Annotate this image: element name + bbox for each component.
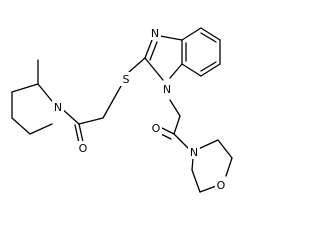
imidazole-ring xyxy=(144,35,183,81)
atom-label: N xyxy=(163,83,171,96)
atom-n-benzimidazole-sub: N xyxy=(161,82,173,96)
atom-n-morpholine: N xyxy=(188,145,200,159)
atom-label: O xyxy=(79,142,88,155)
atom-label: N xyxy=(151,27,159,40)
atom-label: N xyxy=(54,101,62,114)
atom-label: S xyxy=(123,73,130,86)
chemical-structure-diagram: N N S O N O N O xyxy=(11,26,233,193)
atom-label: N xyxy=(190,146,198,159)
piperidine-ring xyxy=(11,59,57,135)
atom-sulfur: S xyxy=(120,72,132,86)
atom-carbonyl-o-left: O xyxy=(77,141,89,155)
atom-carbonyl-o-right: O xyxy=(150,121,162,135)
thioacetyl-piperidine-arm xyxy=(60,57,146,144)
atom-n-benzimidazole-top: N xyxy=(149,26,161,40)
acetyl-morpholine-arm xyxy=(158,99,191,151)
atom-label: O xyxy=(152,122,161,135)
atom-n-piperidine: N xyxy=(52,100,64,114)
atom-o-morpholine: O xyxy=(215,178,227,192)
benzene-ring xyxy=(181,27,221,77)
atom-label: O xyxy=(217,179,226,192)
